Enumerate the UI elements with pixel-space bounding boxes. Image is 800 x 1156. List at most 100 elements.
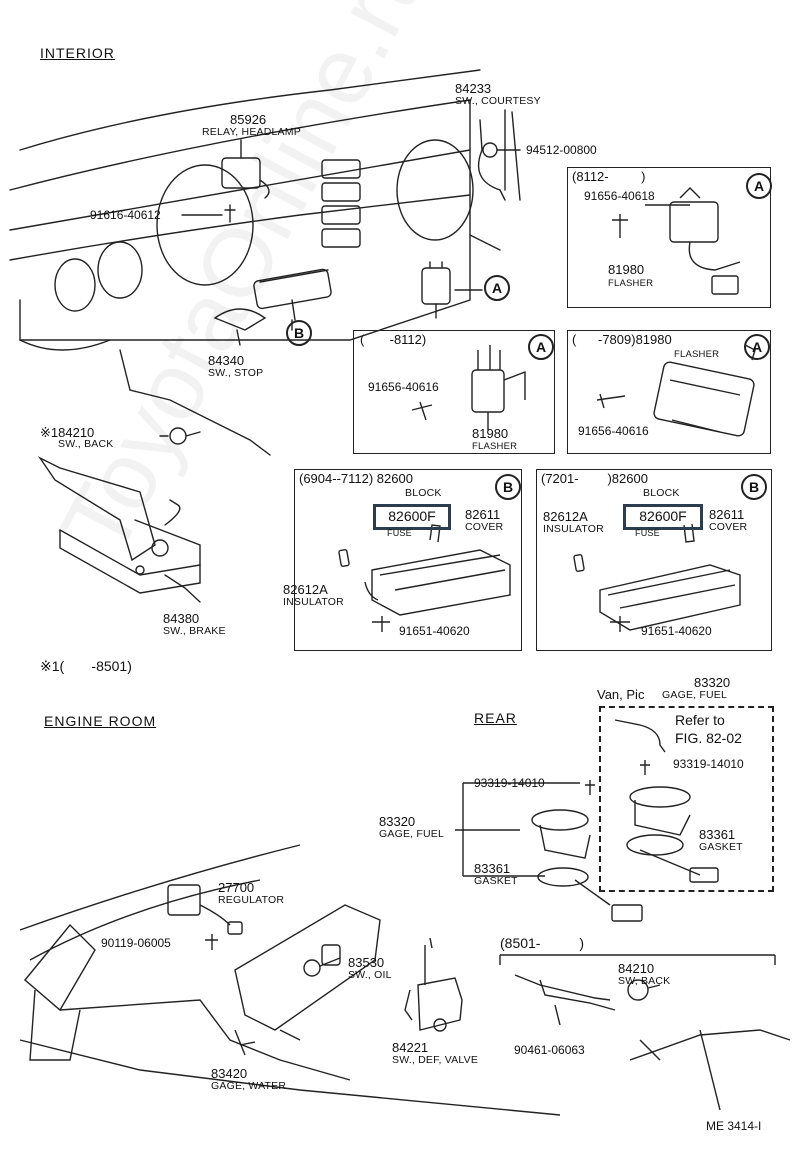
panel-range: (8112- ) [572, 169, 646, 184]
part-number-sw-courtesy: 84233 [455, 81, 492, 96]
refer-note-line1: Refer to [675, 712, 725, 728]
part-name-flasher: FLASHER [472, 441, 518, 452]
part-number-gage-fuel: 83320 [379, 814, 416, 829]
part-name-sw-back-interior: SW., BACK [58, 438, 114, 450]
part-number-sw-back: 84210 [618, 961, 655, 976]
part-number-clip-90461: 90461-06063 [514, 1043, 585, 1057]
part-number-fuse: 82600F [639, 508, 687, 524]
relay-headlamp-shape [221, 157, 261, 189]
part-name-regulator: REGULATOR [218, 894, 285, 906]
part-number-screw-91651: 91651-40620 [641, 624, 712, 638]
part-name-fuse: FUSE [635, 528, 660, 538]
part-number-screw-91651: 91651-40620 [399, 624, 470, 638]
part-number-van-screw: 93319-14010 [673, 757, 744, 771]
panel-van-pic-gage: Refer to FIG. 82-02 93319-14010 83361 GA… [599, 706, 774, 892]
part-name-relay-headlamp: RELAY, HEADLAMP [202, 126, 301, 138]
engine-grille [24, 923, 96, 1061]
panel-badge-a: A [744, 334, 770, 360]
panel-range: ( -8112) [360, 332, 427, 347]
panel-flasher-to-7809: ( -7809)81980 FLASHER A 91656-40616 [567, 330, 771, 454]
part-name-block: BLOCK [643, 487, 680, 499]
section-heading-rear: REAR [474, 710, 517, 726]
panel-badge-a: A [746, 173, 772, 199]
part-number-screw-91656-40616: 91656-40616 [578, 424, 649, 438]
part-name-flasher: FLASHER [674, 349, 720, 360]
part-name-sw-courtesy: SW., COURTESY [455, 95, 541, 107]
figure-code: ME 3414-I [706, 1119, 762, 1133]
panel-badge-a: A [528, 334, 554, 360]
gauge-pod-small-2 [54, 258, 96, 312]
part-number-sw-def-valve: 84221 [392, 1040, 429, 1055]
part-name-sw-oil: SW., OIL [348, 969, 392, 981]
part-name-gasket: GASKET [474, 875, 518, 887]
section-heading-engine-room: ENGINE ROOM [44, 713, 157, 729]
part-number-sw-oil: 83530 [348, 955, 385, 970]
panel-badge-b: B [495, 474, 521, 500]
part-name-flasher: FLASHER [608, 278, 654, 289]
part-name-gage-water: GAGE, WATER [211, 1080, 287, 1092]
parking-brake-lever [37, 456, 156, 562]
part-name-van-gasket: GASKET [699, 841, 743, 853]
part-number-nut-94512: 94512-00800 [526, 143, 597, 157]
van-pic-prefix: Van, Pic [597, 687, 645, 702]
part-name-sw-back: SW, BACK [618, 975, 671, 987]
part-number-van-gasket: 83361 [699, 827, 736, 842]
panel-range-and-part: (6904--7112) 82600 [299, 471, 413, 486]
part-number-screw-91656-40618: 91656-40618 [584, 189, 655, 203]
part-number-sw-brake: 84380 [163, 611, 200, 626]
panel-flasher-to-8112: ( -8112) A 91656-40616 81980 FLASHER [353, 330, 555, 454]
part-number-regulator: 27700 [218, 880, 255, 895]
part-number-screw-90119: 90119-06005 [101, 936, 171, 950]
panel-range-8501-on: (8501- ) [500, 935, 585, 951]
part-name-gage-fuel: GAGE, FUEL [379, 828, 445, 840]
panel-range-and-part: (7201- )82600 [541, 471, 648, 486]
part-number-van-gage-fuel: 83320 [694, 675, 731, 690]
part-name-cover: COVER [465, 521, 504, 533]
part-number-insulator: 82612A [543, 509, 588, 524]
part-name-fuse: FUSE [387, 528, 412, 538]
part-number-rear-screw: 93319-14010 [474, 776, 545, 790]
part-number-gage-water: 83420 [211, 1066, 248, 1081]
part-name-sw-brake: SW., BRAKE [163, 625, 226, 637]
applicability-note: ※1( -8501) [40, 658, 132, 674]
fuse-block-dash [253, 268, 332, 310]
part-number-sw-stop: 84340 [208, 353, 245, 368]
part-number-fuse: 82600F [388, 508, 436, 524]
callout-b-dash: B [286, 320, 312, 346]
part-number-screw-91656-40616: 91656-40616 [368, 380, 439, 394]
part-name-block: BLOCK [405, 487, 442, 499]
section-heading-interior: INTERIOR [40, 45, 115, 61]
part-number-cover: 82611 [709, 507, 745, 522]
part-name-sw-def-valve: SW., DEF, VALVE [392, 1054, 479, 1066]
highlight-fuse-82600f[interactable]: 82600F [373, 504, 451, 530]
panel-fuse-block-7201-on: (7201- )82600 BLOCK B 82612A INSULATOR 8… [536, 469, 772, 651]
part-name-insulator: INSULATOR [543, 523, 604, 535]
part-number-relay-headlamp: 85926 [230, 112, 267, 127]
panel-flasher-8112-on: (8112- ) A 91656-40618 81980 FLASHER [567, 167, 772, 308]
gauge-pod-small-1 [97, 241, 143, 299]
callout-a-dash: A [484, 275, 510, 301]
part-name-insulator: INSULATOR [283, 596, 344, 608]
fuse-block-new-shape [599, 564, 741, 631]
refer-note-line2[interactable]: FIG. 82-02 [675, 730, 742, 746]
engine-block [234, 904, 381, 1031]
fuse-block-old-shape [371, 549, 511, 616]
panel-badge-b: B [741, 474, 767, 500]
part-number-cover: 82611 [465, 507, 501, 522]
part-name-cover: COVER [709, 521, 748, 533]
flasher-dash [421, 267, 451, 305]
part-name-sw-stop: SW., STOP [208, 367, 264, 379]
part-number-flasher: 81980 [608, 262, 645, 277]
panel-range: ( -7809)81980 [572, 332, 672, 347]
highlight-fuse-82600f[interactable]: 82600F [623, 504, 703, 530]
part-name-van-gage-fuel: GAGE, FUEL [662, 689, 728, 701]
gauge-pod-right [396, 139, 474, 241]
part-number-gasket: 83361 [474, 861, 511, 876]
part-number-sw-back-interior: ※184210 [40, 425, 95, 440]
dashboard-outline [9, 69, 481, 191]
part-number-flasher: 81980 [472, 426, 509, 441]
part-number-insulator: 82612A [283, 582, 328, 597]
panel-fuse-block-6904-7112: (6904--7112) 82600 BLOCK B 82600F FUSE 8… [283, 469, 522, 651]
gauge-pod-large [156, 164, 254, 286]
